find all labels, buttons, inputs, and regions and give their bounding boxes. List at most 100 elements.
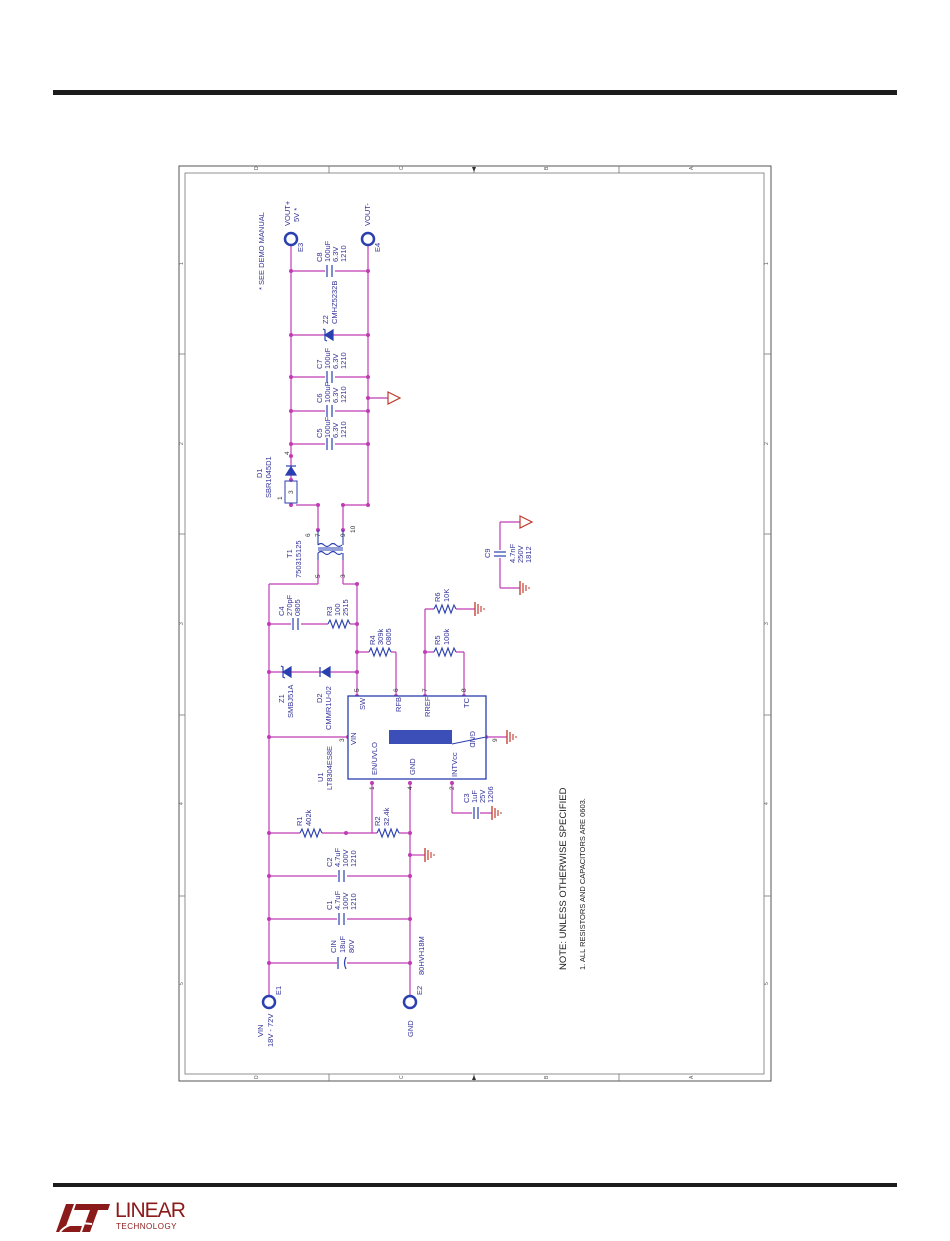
t1-pin-6: 6 <box>305 533 312 537</box>
pin-number-3: 3 <box>339 738 346 742</box>
r4-ref: R4 <box>368 635 377 645</box>
terminals <box>261 231 418 1010</box>
label-e4: E4 <box>373 243 382 252</box>
r1-ref: R1 <box>295 816 304 826</box>
frame-number-5: 5 <box>179 982 185 985</box>
z1-part: SMBJ51A <box>286 685 295 718</box>
resistor-symbols <box>299 603 457 839</box>
frame-number-5-right: 5 <box>764 982 770 985</box>
diode-symbols <box>280 328 334 679</box>
transformer-t1 <box>317 530 344 560</box>
label-e1: E1 <box>274 986 283 995</box>
frame-letter-c-top: C <box>399 166 405 170</box>
r5-value: 100k <box>442 628 451 645</box>
c2-voltage: 100V <box>341 849 350 867</box>
c3-voltage: 25V <box>478 790 487 803</box>
r6-ref: R6 <box>433 592 442 602</box>
pin-label-en-uvlo: EN/UVLO <box>370 742 379 775</box>
frame-letter-d-bottom: D <box>254 1075 260 1079</box>
terminal-e3[interactable] <box>283 231 299 247</box>
frame-number-2: 2 <box>179 442 185 445</box>
c4-ref: C4 <box>277 606 286 616</box>
pin-number-9: 9 <box>492 738 499 742</box>
c6-package: 1210 <box>339 386 348 403</box>
c8-value: 100uF <box>323 240 332 262</box>
frame-number-1-right: 1 <box>764 262 770 265</box>
c9-value: 4.7nF <box>508 543 517 563</box>
junctions <box>267 269 488 965</box>
c5-package: 1210 <box>339 421 348 438</box>
z2-part: CMHZ5232B <box>330 281 339 324</box>
c7-value: 100uF <box>323 347 332 369</box>
u1-part: LT8304ES8E <box>325 746 334 790</box>
label-vout-voltage: 5V * <box>292 208 301 222</box>
frame-number-4: 4 <box>179 802 185 805</box>
frame-letter-a-bottom: A <box>689 1075 695 1079</box>
pin-label-vin: VIN <box>349 732 358 745</box>
r3-ref: R3 <box>325 606 334 616</box>
z2-ref: Z2 <box>321 315 330 324</box>
c5-value: 100uF <box>323 416 332 438</box>
r2-value: 32.4k <box>382 807 391 826</box>
c3-ref: C3 <box>462 793 471 803</box>
c6-voltage: 6.3V <box>331 388 340 403</box>
d1-pin-3: 3 <box>288 490 295 494</box>
c9-ref: C9 <box>483 548 492 558</box>
c8-ref: C8 <box>315 252 324 262</box>
linear-technology-logo <box>56 1204 110 1233</box>
t1-part: 750315125 <box>294 540 303 578</box>
pin-label-gnd-pad: GND <box>468 731 477 748</box>
z1-ref: Z1 <box>277 694 286 703</box>
wires <box>268 236 520 995</box>
r4-value: 309k <box>376 628 385 645</box>
c7-package: 1210 <box>339 352 348 369</box>
c6-ref: C6 <box>315 393 324 403</box>
pin-label-gnd: GND <box>408 758 417 775</box>
label-e3: E3 <box>296 243 305 252</box>
r3-package: 2515 <box>341 599 350 616</box>
d1-ref: D1 <box>255 468 264 478</box>
capacitor-symbols <box>291 265 506 970</box>
r6-value: 10K <box>442 589 451 602</box>
c2-value: 4.7uF <box>333 847 342 867</box>
ground-symbols <box>387 391 534 863</box>
d2-ref: D2 <box>315 693 324 703</box>
c3-package: 1206 <box>486 786 495 803</box>
pin-number-8: 8 <box>461 688 468 692</box>
t1-pin-3: 3 <box>340 574 347 578</box>
terminal-e4[interactable] <box>360 231 376 247</box>
c7-voltage: 6.3V <box>331 354 340 369</box>
t1-pin-7: 7 <box>315 533 322 537</box>
terminal-e1[interactable] <box>261 994 277 1010</box>
t1-pin-5: 5 <box>315 574 322 578</box>
frame-number-3-right: 3 <box>764 622 770 625</box>
pin-number-6: 6 <box>393 688 400 692</box>
c1-voltage: 100V <box>341 892 350 910</box>
c2-ref: C2 <box>325 857 334 867</box>
logo-wordmark: LINEAR <box>115 1199 186 1222</box>
ic-u1 <box>347 695 487 780</box>
cin-voltage: 80V <box>347 940 356 953</box>
label-vin-range: 18V - 72V <box>266 1014 275 1047</box>
u1-ref: U1 <box>316 772 325 782</box>
terminal-e2[interactable] <box>402 994 418 1010</box>
r2-ref: R2 <box>373 816 382 826</box>
c8-package: 1210 <box>339 245 348 262</box>
cin-ref: CIN <box>329 940 338 953</box>
d2-part: CMMR1U-02 <box>324 686 333 730</box>
c2-package: 1210 <box>349 850 358 867</box>
pin-label-rfb: RFB <box>394 697 403 712</box>
pin-number-7: 7 <box>422 688 429 692</box>
drawing-frame: D C B A D C B A 1 2 3 4 5 1 2 3 4 5 <box>178 165 772 1082</box>
pin-number-1: 1 <box>369 786 376 790</box>
c1-ref: C1 <box>325 900 334 910</box>
label-vout-minus: VOUT- <box>363 203 372 226</box>
logo-subtitle: TECHNOLOGY <box>116 1222 178 1231</box>
d1-pin-4: 4 <box>284 451 291 455</box>
label-e2: E2 <box>415 986 424 995</box>
d1-part: SBR1045D1 <box>264 456 273 498</box>
pin-label-tc: TC <box>462 697 471 708</box>
label-gnd-terminal: GND <box>406 1020 415 1037</box>
